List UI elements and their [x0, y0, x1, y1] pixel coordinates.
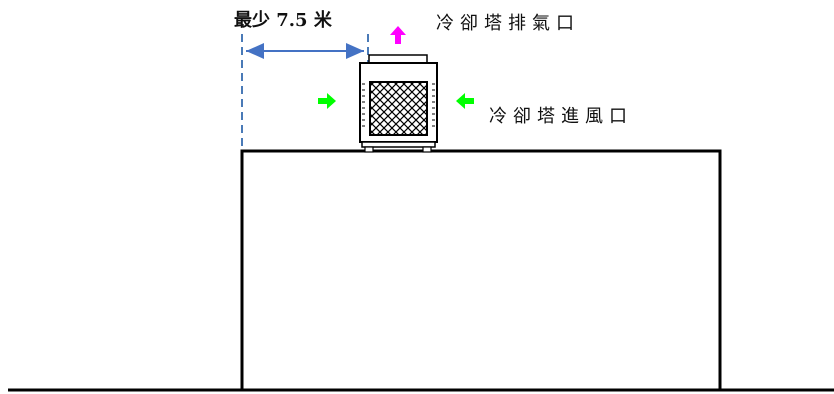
cooling-tower-right-vents	[432, 83, 435, 127]
cooling-tower-top-cap	[368, 54, 428, 64]
cooling-tower-left-vents	[362, 83, 365, 127]
minimum-distance-label: 最少 7.5 米	[234, 10, 332, 31]
cooling-tower-grille	[369, 81, 428, 136]
building	[240, 149, 722, 392]
exhaust-outlet-label: 冷卻塔排氣口	[436, 13, 580, 34]
air-intake-label: 冷卻塔進風口	[489, 106, 633, 127]
arrow-up-icon	[390, 26, 406, 44]
arrow-right-icon	[318, 93, 336, 109]
arrow-left-icon	[456, 93, 474, 109]
cooling-tower-base	[361, 141, 436, 148]
cooling-tower	[359, 54, 438, 153]
cooling-tower-foot-left	[364, 146, 374, 153]
cooling-tower-foot-right	[422, 146, 432, 153]
